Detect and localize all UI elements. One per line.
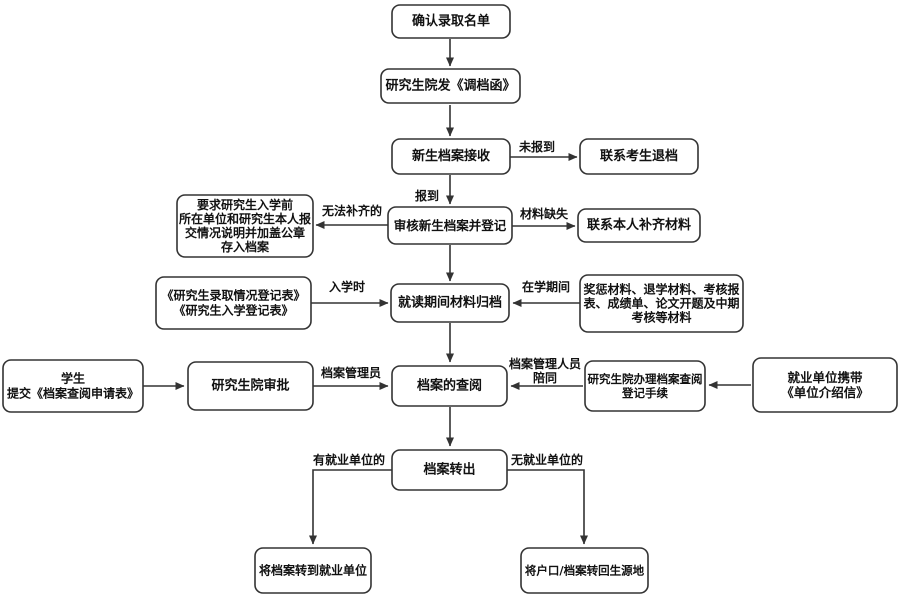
edge-label: 无就业单位的 xyxy=(510,452,583,467)
flow-node-label: 确认录取名单 xyxy=(412,13,490,29)
flow-node-label: 将档案转到就业单位 xyxy=(259,563,367,578)
flow-node-contact-candidate-withdraw: 联系考生退档 xyxy=(579,138,699,175)
flow-node-archive-consult: 档案的查阅 xyxy=(391,365,508,407)
flow-node-label: 奖惩材料、退学材料、考核报表、成绩单、论文开题及中期考核等材料 xyxy=(582,282,739,325)
flow-node-label: 要求研究生入学前所在单位和研究生本人报交情况说明并加盖公章存入档案 xyxy=(179,197,311,254)
edge-label: 未报到 xyxy=(518,139,555,154)
flow-node-require-explanation: 要求研究生入学前所在单位和研究生本人报交情况说明并加盖公章存入档案 xyxy=(176,194,314,258)
edge-label: 档案管理员 xyxy=(321,365,381,380)
flow-node-employer-intro-letter: 就业单位携带《单位介绍信》 xyxy=(752,357,898,413)
flow-node-study-period-archive: 就读期间材料归档 xyxy=(390,283,510,323)
flow-node-label: 研究生院发《调档函》 xyxy=(385,78,515,94)
flow-node-label: 审核新生档案并登记 xyxy=(394,218,507,233)
flow-node-label: 就业单位携带《单位介绍信》 xyxy=(781,370,869,400)
flow-node-study-materials: 奖惩材料、退学材料、考核报表、成绩单、论文开题及中期考核等材料 xyxy=(579,274,744,333)
flow-node-label: 档案转出 xyxy=(423,462,475,478)
edge-label: 材料缺失 xyxy=(519,206,569,221)
flow-node-confirm-admission-list: 确认录取名单 xyxy=(391,4,511,39)
flow-node-admission-forms: 《研究生录取情况登记表》《研究生入学登记表》 xyxy=(155,276,312,330)
edge-label: 无法补齐的 xyxy=(321,203,382,218)
flow-node-contact-person-complete: 联系本人补齐材料 xyxy=(577,208,701,243)
flow-node-review-and-register: 审核新生档案并登记 xyxy=(387,206,513,245)
flow-node-label: 联系考生退档 xyxy=(600,148,678,164)
flow-node-transfer-to-origin: 将户口/档案转回生源地 xyxy=(520,547,649,594)
flow-node-label: 就读期间材料归档 xyxy=(398,295,502,311)
flow-node-grad-school-approve: 研究生院审批 xyxy=(187,361,314,411)
flow-node-receive-new-archive: 新生档案接收 xyxy=(391,138,511,175)
flow-node-label: 研究生院审批 xyxy=(211,378,289,394)
flow-node-label: 联系本人补齐材料 xyxy=(587,217,691,233)
edge-label: 在学期间 xyxy=(522,279,570,294)
flow-node-archive-transfer-out: 档案转出 xyxy=(391,449,508,491)
flow-node-label: 《研究生录取情况登记表》《研究生入学登记表》 xyxy=(161,288,305,318)
flow-node-label: 学生提交《档案查阅申请表》 xyxy=(7,371,139,401)
flow-node-transfer-to-employer: 将档案转到就业单位 xyxy=(254,547,372,594)
flow-node-handle-consult-registration: 研究生院办理档案查阅登记手续 xyxy=(584,360,706,412)
flow-node-student-apply: 学生提交《档案查阅申请表》 xyxy=(2,359,144,413)
edge-label: 报到 xyxy=(415,188,439,203)
flow-edge xyxy=(507,469,588,545)
flow-node-label: 研究生院办理档案查阅登记手续 xyxy=(588,372,703,400)
edge-label: 档案管理人员陪同 xyxy=(509,356,581,385)
flow-node-send-transfer-letter: 研究生院发《调档函》 xyxy=(380,68,521,104)
flow-node-label: 将户口/档案转回生源地 xyxy=(525,564,645,578)
edge-label: 有就业单位的 xyxy=(313,452,385,467)
edge-label: 入学时 xyxy=(329,279,365,294)
flow-node-label: 新生档案接收 xyxy=(412,148,491,164)
flow-node-label: 档案的查阅 xyxy=(417,378,482,394)
flow-edge xyxy=(309,469,392,545)
